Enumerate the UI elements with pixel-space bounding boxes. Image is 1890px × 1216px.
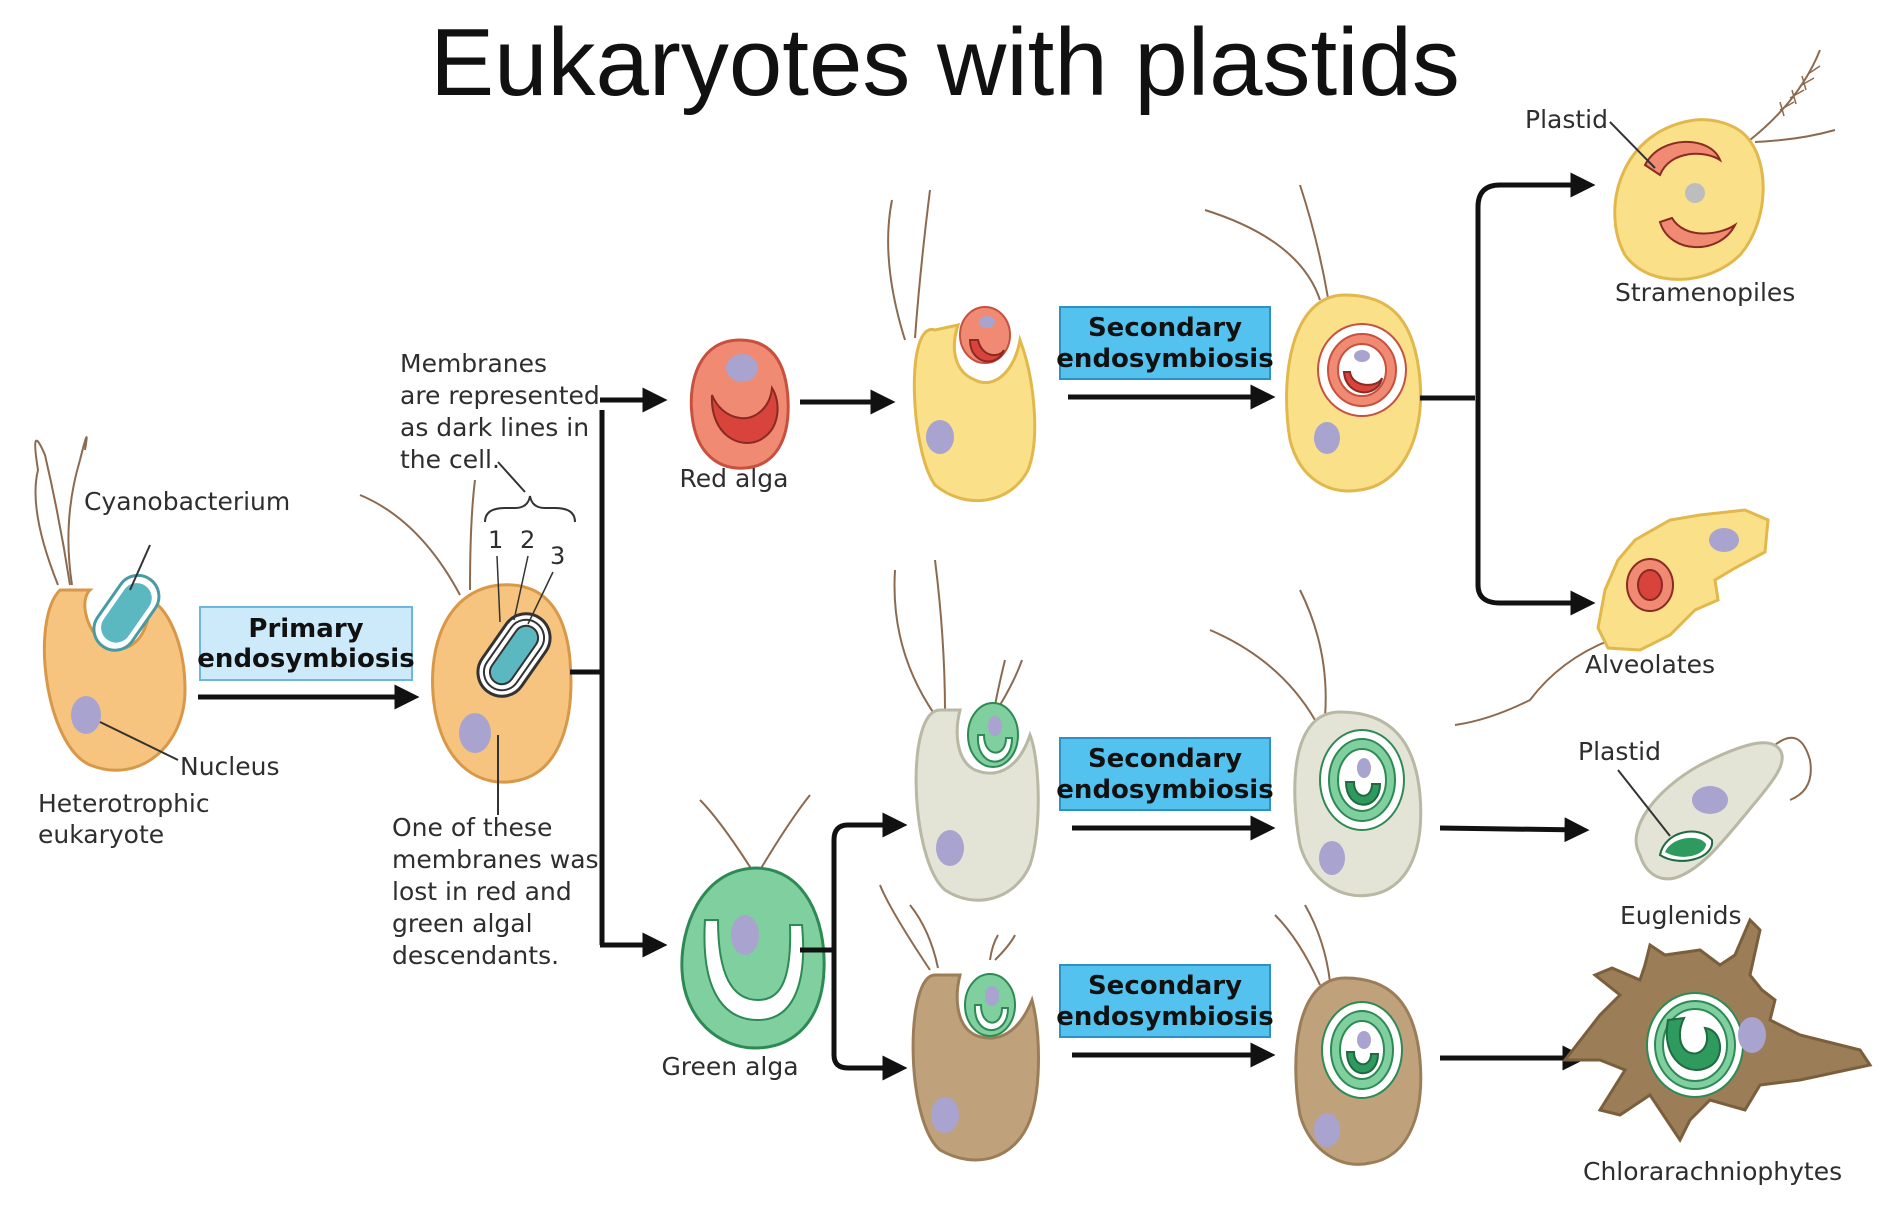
membrane-number-3: 3: [550, 542, 565, 570]
secondary-endosymbiosis-box-green-bottom: Secondary endosymbiosis: [1056, 964, 1274, 1038]
brown-cell-green-secondary-plastid: [1274, 904, 1423, 1166]
primary-box-line2: endosymbiosis: [197, 644, 414, 674]
primary-endosymbiosis-box: Primary endosymbiosis: [197, 606, 415, 681]
lost-membrane-note-line1: One of these: [392, 813, 552, 842]
secondary-green-top-line2: endosymbiosis: [1056, 775, 1273, 805]
secondary-red-line2: endosymbiosis: [1056, 344, 1273, 374]
cyanobacterium-label: Cyanobacterium: [84, 487, 290, 516]
euglenid-cell: [1634, 736, 1812, 881]
membranes-note-line4: the cell.: [400, 445, 500, 474]
grey-cell-green-secondary-plastid: [1209, 589, 1423, 898]
membranes-note-line3: as dark lines in: [400, 413, 589, 442]
red-alga-label: Red alga: [680, 464, 789, 493]
heterotrophic-eukaryote-cell: [34, 436, 187, 772]
lost-membrane-note-line3: lost in red and: [392, 877, 572, 906]
chlorarachniophytes-label: Chlorarachniophytes: [1583, 1157, 1842, 1186]
lost-membrane-note-line4: green algal: [392, 909, 533, 938]
heterotrophic-label-line1: Heterotrophic: [38, 789, 210, 818]
cyanobacterium-shape: [92, 573, 161, 652]
secondary-endosymbiosis-box-green-top: Secondary endosymbiosis: [1056, 737, 1274, 811]
heterotrophic-label-line2: eukaryote: [38, 820, 164, 849]
green-alga-label: Green alga: [661, 1052, 798, 1081]
secondary-endosymbiosis-box-red: Secondary endosymbiosis: [1056, 306, 1274, 380]
green-alga-cell: [680, 794, 826, 1050]
yellow-host-with-red-alga: [887, 189, 1037, 503]
alveolate-cell: [1454, 508, 1770, 726]
branch-arrows-green-lineage: [800, 812, 908, 1081]
grey-host-with-green-alga: [893, 559, 1040, 902]
branch-arrows-red-lineage: [1420, 172, 1596, 616]
red-alga-cell: [689, 338, 790, 470]
euglenids-label: Euglenids: [1620, 901, 1742, 930]
membrane-number-1: 1: [488, 526, 503, 554]
page-title: Eukaryotes with plastids: [430, 9, 1460, 116]
chlorarachniophyte-cell: [1561, 917, 1873, 1143]
brown-host-with-green-alga: [879, 884, 1040, 1162]
primary-plastid-cell: [359, 479, 573, 784]
membranes-note-line2: are represented: [400, 381, 600, 410]
primary-box-line1: Primary: [248, 614, 363, 644]
yellow-cell-red-secondary-plastid: [1204, 184, 1423, 493]
to-euglenids-arrow: [1439, 817, 1590, 843]
lost-membrane-note-line5: descendants.: [392, 941, 559, 970]
stramenopiles-label: Stramenopiles: [1615, 278, 1795, 307]
secondary-red-line1: Secondary: [1088, 313, 1242, 343]
branch-arrows-primary: [570, 387, 668, 958]
lost-membrane-note-line2: membranes was: [392, 845, 599, 874]
membrane-number-2: 2: [520, 526, 535, 554]
plastid-label-top: Plastid: [1525, 105, 1608, 134]
alveolates-label: Alveolates: [1585, 650, 1715, 679]
plastid-label-euglenid: Plastid: [1578, 737, 1661, 766]
nucleus-label: Nucleus: [180, 752, 280, 781]
stramenopile-cell: [1613, 49, 1836, 281]
secondary-green-bottom-line1: Secondary: [1088, 971, 1242, 1001]
secondary-green-top-line1: Secondary: [1088, 744, 1242, 774]
membranes-note-line1: Membranes: [400, 349, 547, 378]
secondary-green-bottom-line2: endosymbiosis: [1056, 1002, 1273, 1032]
nucleus-shape: [71, 696, 101, 734]
